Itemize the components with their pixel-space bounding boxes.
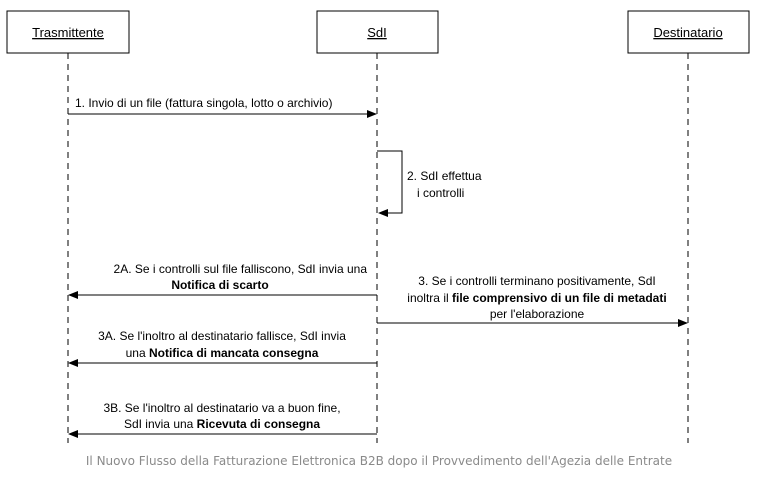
msg-1-label: 1. Invio di un file (fattura singola, lo… [75, 96, 332, 110]
msg-3-label-line1: 3. Se i controlli terminano positivament… [418, 274, 655, 288]
msg-2-label-line1: 2. SdI effettua [407, 169, 482, 183]
actor-destinatario-label: Destinatario [653, 25, 722, 40]
msg-2-self-arrow [377, 150, 403, 217]
sequence-diagram: Trasmittente SdI Destinatario 1. Invio d… [6, 10, 750, 443]
msg-3-label-line3: per l'elaborazione [490, 307, 585, 321]
figure-caption: Il Nuovo Flusso della Fatturazione Elett… [85, 454, 673, 468]
actor-sdi-label: SdI [367, 25, 387, 40]
msg-2-label-line2: i controlli [417, 186, 464, 200]
actor-destinatario: Destinatario [627, 10, 750, 54]
msg-2a-label-line2: Notifica di scarto [171, 278, 268, 292]
msg-3a-label-line2: una Notifica di mancata consegna [126, 346, 319, 360]
msg-3-label-line2: inoltra il file comprensivo di un file d… [407, 291, 666, 305]
actor-trasmittente-label: Trasmittente [32, 25, 104, 40]
msg-3b-label-line1: 3B. Se l'inoltro al destinatario va a bu… [103, 401, 340, 415]
msg-3b-label-line2: SdI invia una Ricevuta di consegna [124, 417, 320, 431]
msg-2a-label-line1: 2A. Se i controlli sul file falliscono, … [114, 262, 368, 276]
actor-trasmittente: Trasmittente [6, 10, 130, 54]
actor-sdi: SdI [316, 10, 439, 54]
msg-3a-label-line1: 3A. Se l'inoltro al destinatario fallisc… [98, 329, 346, 343]
